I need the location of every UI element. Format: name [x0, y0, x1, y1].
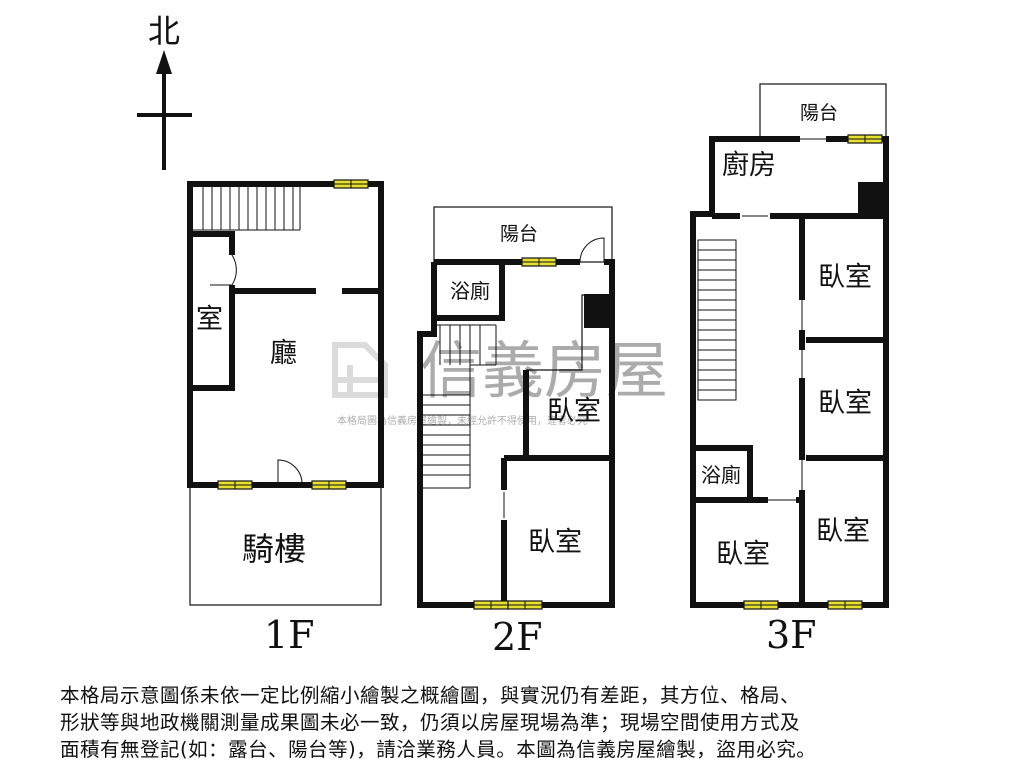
- room-1f-hall: 廳: [270, 338, 297, 369]
- north-label: 北: [148, 12, 180, 50]
- room-3f-kitchen: 廚房: [722, 150, 776, 181]
- room-1f-room: 室: [196, 304, 223, 335]
- disclaimer-line-3: 面積有無登記(如：露台、陽台等)，請洽業務人員。本圖為信義房屋繪製，盜用必究。: [60, 738, 817, 761]
- room-1f-arcade: 騎樓: [242, 530, 306, 568]
- floor-plan: 信義房屋 本格局圖為信義房屋繪製，未經允許不得使用，違者必究 北: [137, 12, 889, 659]
- floor-1f: [187, 181, 384, 606]
- room-3f-bedroom-2: 臥室: [818, 388, 872, 419]
- floor-label-2f: 2F: [492, 615, 543, 659]
- window-1f-top: [333, 179, 369, 189]
- floor-label-1f: 1F: [264, 613, 315, 657]
- watermark: 信義房屋 本格局圖為信義房屋繪製，未經允許不得使用，違者必究: [332, 334, 668, 427]
- room-3f-bedroom-4: 臥室: [716, 539, 770, 570]
- floor-3f: [690, 83, 889, 608]
- room-2f-bedroom-a: 臥室: [547, 396, 601, 427]
- window-2f-balcony: [521, 257, 557, 267]
- window-2f-bottom: [473, 600, 543, 610]
- window-1f-right: [311, 480, 347, 490]
- disclaimer: 本格局示意圖係未依一定比例縮小繪製之概繪圖，與實況仍有差距，其方位、格局、 形狀…: [60, 682, 980, 763]
- compass: 北: [137, 12, 192, 170]
- window-3f-bottom-right: [827, 600, 863, 610]
- window-3f-balcony: [847, 134, 883, 144]
- room-2f-bedroom-b: 臥室: [528, 527, 582, 558]
- room-3f-bedroom-1: 臥室: [818, 262, 872, 293]
- floor-label-3f: 3F: [766, 613, 817, 657]
- room-2f-bath: 浴廁: [450, 279, 490, 303]
- room-3f-balcony: 陽台: [800, 102, 838, 124]
- disclaimer-line-2: 形狀等與地政機關測量成果圖未必一致，仍須以房屋現場為準；現場空間使用方式及: [60, 711, 801, 734]
- fixture-3f: [858, 182, 886, 216]
- disclaimer-line-1: 本格局示意圖係未依一定比例縮小繪製之概繪圖，與實況仍有差距，其方位、格局、: [60, 684, 801, 707]
- room-3f-bedroom-3: 臥室: [816, 516, 870, 547]
- room-2f-balcony: 陽台: [500, 223, 538, 245]
- room-3f-bath: 浴廁: [701, 463, 741, 487]
- north-arrow-icon: [156, 50, 172, 74]
- window-3f-bottom-left: [743, 600, 779, 610]
- fixture-2f: [584, 294, 612, 328]
- window-1f-left: [217, 480, 253, 490]
